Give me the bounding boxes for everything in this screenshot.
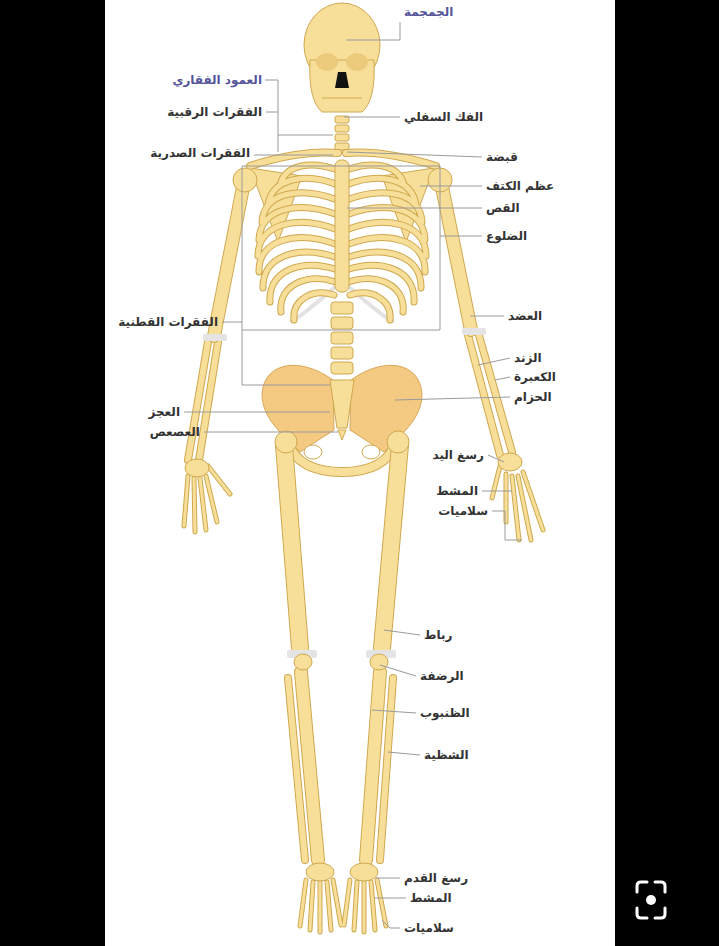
bone-label: الفقرات الصدرية	[150, 145, 250, 161]
bone-label: الفقرات الرقبية	[167, 104, 262, 120]
bone-label: قبضة	[486, 149, 518, 165]
bone-label: عظم الكتف	[486, 178, 554, 194]
bone-label: سلاميات	[404, 920, 454, 936]
bone-label: الكعبرة	[514, 369, 556, 385]
lens-icon	[637, 882, 665, 918]
bone-label: الظنبوب	[420, 705, 470, 721]
bone-label: الرضفة	[420, 668, 464, 684]
joints	[203, 168, 486, 670]
group-heading: العمود الفقاري	[172, 72, 262, 88]
long-bones	[214, 182, 471, 860]
bone-label: الزند	[514, 350, 542, 366]
clavicles-forearms-fibulas	[188, 153, 512, 860]
hands-feet	[184, 453, 543, 932]
bone-label: العصعص	[150, 424, 200, 440]
group-heading: الجمجمة	[404, 4, 453, 20]
bone-label: رسغ القدم	[404, 870, 468, 886]
bone-label: رسغ اليد	[432, 447, 484, 463]
bone-label: الضلوع	[486, 228, 527, 244]
sternum	[335, 160, 349, 292]
white-panel	[105, 0, 615, 946]
bone-label: المشط	[436, 483, 478, 499]
bone-label: الشظية	[424, 747, 469, 763]
skull	[304, 3, 380, 112]
bone-label: القص	[486, 200, 520, 216]
bone-label: العجز	[148, 404, 180, 420]
bone-label: الفك السفلي	[404, 109, 483, 125]
bone-label: العضد	[508, 308, 542, 324]
bone-label: سلاميات	[438, 503, 488, 519]
bone-label: رباط	[424, 627, 452, 643]
bone-label: الحزام	[514, 389, 552, 405]
bone-label: الفقرات القطنية	[118, 314, 218, 330]
bone-label: المشط	[410, 890, 452, 906]
